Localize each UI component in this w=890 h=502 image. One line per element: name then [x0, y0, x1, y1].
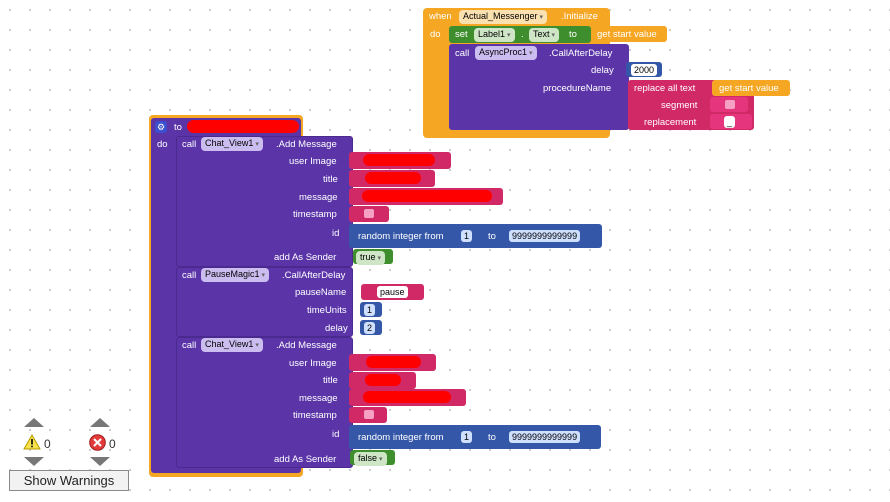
chevron-down-icon: ▾: [379, 456, 383, 463]
redacted-message-2: [363, 391, 451, 403]
set-keyword: set: [455, 29, 468, 40]
timestamp-text-value-2[interactable]: [364, 410, 374, 419]
sender-boolean-dropdown-1[interactable]: true▾: [356, 251, 386, 265]
param-title-label: title: [323, 174, 338, 185]
delay-param-label: delay: [591, 65, 614, 76]
param-user-image-label-2: user Image: [289, 358, 337, 369]
get-start-value-label-2: get start value: [719, 83, 779, 94]
to-keyword: to: [569, 29, 577, 40]
pause-delay-value[interactable]: 2: [364, 322, 376, 334]
event-name: .Initialize: [561, 11, 598, 22]
show-warnings-button[interactable]: Show Warnings: [9, 470, 129, 491]
redacted-procedure-name[interactable]: [187, 120, 299, 133]
component-dropdown-chatview[interactable]: Chat_View1▾: [201, 137, 263, 151]
get-start-value-block-2[interactable]: [712, 80, 790, 96]
param-time-units-label: timeUnits: [307, 305, 347, 316]
property-dropdown-text[interactable]: Text▾: [529, 28, 560, 42]
param-timestamp-label-2: timestamp: [293, 410, 337, 421]
chevron-down-icon: ▾: [507, 32, 511, 39]
replace-all-text-label: replace all text: [634, 83, 696, 94]
replacement-value[interactable]: _: [724, 116, 736, 128]
param-user-image-label: user Image: [289, 156, 337, 167]
async-method-name: .CallAfterDelay: [549, 48, 613, 59]
random-integer-label: random integer from: [358, 231, 444, 242]
random-from-value[interactable]: 1: [461, 230, 473, 242]
random-to-keyword-2: to: [488, 432, 496, 443]
redacted-user-image-2: [366, 356, 421, 368]
call-keyword: call: [182, 270, 197, 281]
dot-separator: .: [521, 29, 524, 40]
pause-name-value[interactable]: pause: [377, 286, 408, 298]
param-add-as-sender-label-2: add As Sender: [274, 454, 337, 465]
param-pause-name-label: pauseName: [295, 287, 347, 298]
param-add-as-sender-label: add As Sender: [274, 252, 337, 263]
component-dropdown-pausemagic[interactable]: PauseMagic1▾: [201, 268, 270, 282]
add-message-call-block-1[interactable]: [176, 136, 353, 267]
sender-boolean-dropdown-2[interactable]: false▾: [354, 452, 387, 466]
param-delay-label: delay: [325, 323, 348, 334]
when-keyword: when: [429, 11, 452, 22]
param-message-label-2: message: [299, 393, 338, 404]
chevron-down-icon: ▾: [377, 255, 382, 262]
method-name-2: .Add Message: [276, 340, 337, 351]
chevron-down-icon: ▾: [551, 32, 556, 39]
warning-prev-arrow-icon[interactable]: [24, 418, 44, 427]
redacted-user-image: [363, 154, 435, 166]
random-integer-label-2: random integer from: [358, 432, 444, 443]
segment-param-label: segment: [661, 100, 698, 111]
segment-text-value[interactable]: [725, 100, 735, 109]
timestamp-text-value[interactable]: [364, 209, 374, 218]
random-to-value-2[interactable]: 9999999999999: [509, 431, 581, 443]
redacted-title: [365, 172, 421, 184]
do-keyword: do: [157, 139, 168, 150]
pause-method-name: .CallAfterDelay: [282, 270, 346, 281]
call-keyword: call: [455, 48, 470, 59]
add-message-call-block-2[interactable]: [176, 337, 353, 468]
chevron-down-icon: ▾: [255, 141, 259, 148]
random-from-value-2[interactable]: 1: [461, 431, 473, 443]
error-count: 0: [109, 437, 116, 451]
param-timestamp-label: timestamp: [293, 209, 337, 220]
error-next-arrow-icon[interactable]: [90, 457, 110, 466]
to-keyword: to: [174, 122, 182, 133]
get-start-value-block[interactable]: [591, 26, 667, 42]
warning-count: 0: [44, 437, 51, 451]
param-message-label: message: [299, 192, 338, 203]
redacted-title-2: [365, 374, 401, 386]
method-name: .Add Message: [276, 139, 337, 150]
warning-triangle-icon: [23, 433, 41, 450]
component-dropdown-asyncproc[interactable]: AsyncProc1▾: [475, 46, 537, 60]
error-x-icon: [89, 434, 106, 451]
target-dropdown-label1[interactable]: Label1▾: [474, 28, 515, 42]
param-id-label: id: [332, 228, 340, 239]
call-keyword: call: [182, 139, 197, 150]
call-keyword: call: [182, 340, 197, 351]
time-units-value[interactable]: 1: [364, 304, 376, 316]
random-to-value[interactable]: 9999999999999: [509, 230, 581, 242]
chevron-down-icon: ▾: [255, 342, 259, 349]
error-prev-arrow-icon[interactable]: [90, 418, 110, 427]
chevron-down-icon: ▾: [529, 50, 533, 57]
random-to-keyword: to: [488, 231, 496, 242]
get-start-value-label: get start value: [597, 29, 657, 40]
replacement-param-label: replacement: [644, 117, 697, 128]
component-dropdown-chatview-2[interactable]: Chat_View1▾: [201, 338, 263, 352]
param-id-label-2: id: [332, 429, 340, 440]
redacted-message: [362, 190, 492, 202]
chevron-down-icon: ▾: [261, 272, 266, 279]
warning-next-arrow-icon[interactable]: [24, 457, 44, 466]
chevron-down-icon: ▾: [539, 14, 544, 21]
procedure-name-param-label: procedureName: [543, 83, 612, 94]
delay-value[interactable]: 2000: [631, 64, 658, 76]
param-title-label-2: title: [323, 375, 338, 386]
do-keyword: do: [430, 29, 441, 40]
gear-icon[interactable]: ⚙: [155, 121, 167, 133]
component-dropdown-messenger[interactable]: Actual_Messenger▾: [459, 10, 548, 24]
